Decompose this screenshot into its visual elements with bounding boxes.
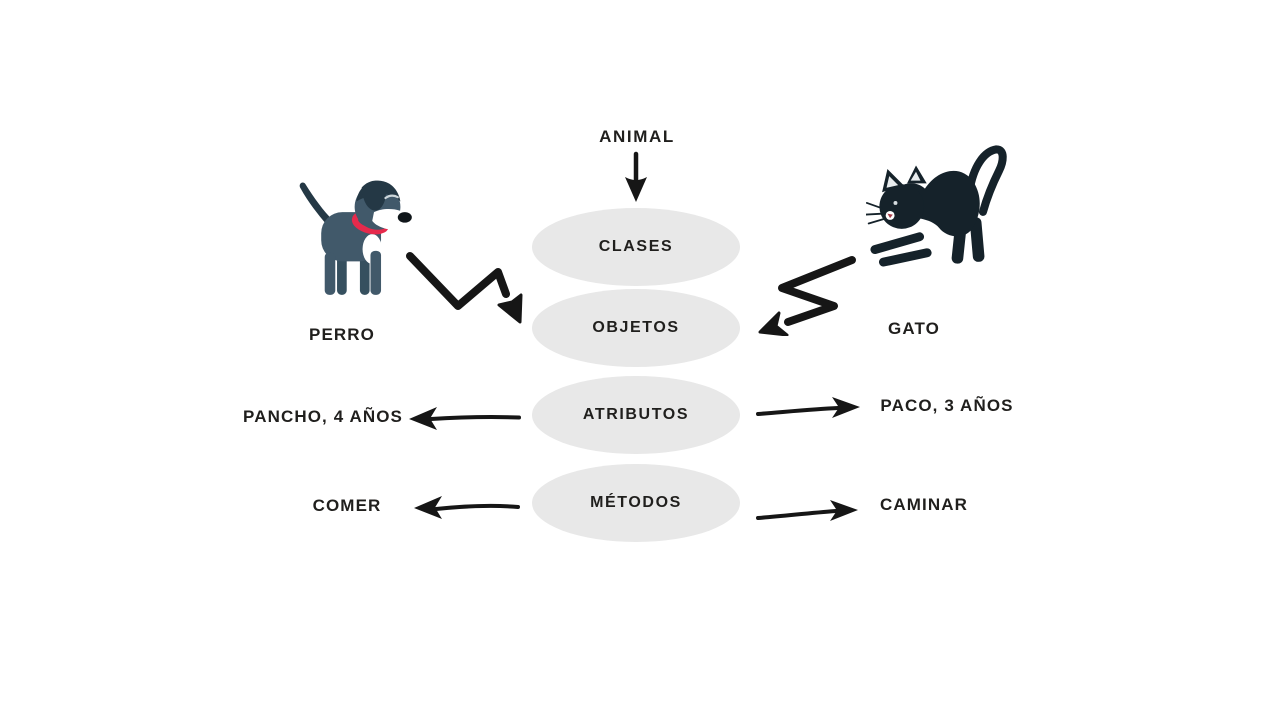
cat-illustration bbox=[866, 145, 1007, 267]
ellipse-clases: CLASES bbox=[532, 208, 740, 286]
arrow-left-atributos-icon bbox=[409, 407, 521, 430]
right-animal-label: GATO bbox=[888, 319, 940, 338]
ellipse-atributos: ATRIBUTOS bbox=[532, 376, 740, 454]
ellipse-label-atributos: ATRIBUTOS bbox=[582, 406, 690, 423]
down-arrow-icon bbox=[625, 151, 647, 202]
ellipse-label-metodos: MÉTODOS bbox=[590, 494, 682, 511]
arrow-right-metodos-icon bbox=[756, 500, 858, 521]
ellipse-label-clases: CLASES bbox=[598, 238, 674, 255]
right-attribute-label: PACO, 3 AÑOS bbox=[880, 396, 1014, 415]
ellipse-objetos: OBJETOS bbox=[532, 289, 740, 367]
ellipse-label-objetos: OBJETOS bbox=[592, 319, 680, 336]
dog-illustration bbox=[299, 180, 412, 295]
right-method-label: CAMINAR bbox=[880, 495, 968, 514]
zigzag-arrow-left-icon bbox=[406, 252, 523, 324]
arrow-left-metodos-icon bbox=[414, 496, 520, 519]
ellipse-metodos: MÉTODOS bbox=[532, 464, 740, 542]
arrow-right-atributos-icon bbox=[756, 397, 860, 418]
left-attribute-label: PANCHO, 4 AÑOS bbox=[243, 407, 403, 426]
root-class-label: ANIMAL bbox=[599, 127, 675, 146]
zigzag-arrow-right-icon bbox=[758, 256, 856, 336]
left-animal-label: PERRO bbox=[309, 325, 375, 344]
left-method-label: COMER bbox=[312, 496, 382, 515]
